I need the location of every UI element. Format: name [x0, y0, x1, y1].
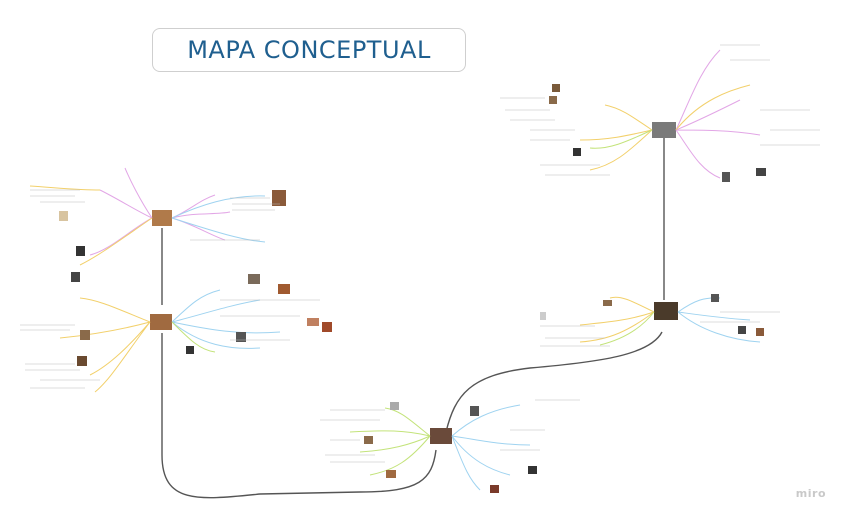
- cluster-bottom-center: [320, 400, 580, 493]
- central-image-node: [652, 122, 676, 138]
- cluster-mid-left: [20, 274, 332, 392]
- central-image-node: [654, 302, 678, 320]
- miro-watermark: miro: [796, 487, 826, 500]
- central-image-node: [152, 210, 172, 226]
- cluster-top-right: [500, 45, 820, 182]
- page-title: MAPA CONCEPTUAL: [187, 36, 431, 64]
- cluster-mid-right: [540, 294, 780, 346]
- central-image-node: [150, 314, 172, 330]
- title-box[interactable]: MAPA CONCEPTUAL: [152, 28, 466, 72]
- cluster-top-left: [30, 168, 286, 282]
- central-image-node: [430, 428, 452, 444]
- main-connector: [162, 135, 664, 498]
